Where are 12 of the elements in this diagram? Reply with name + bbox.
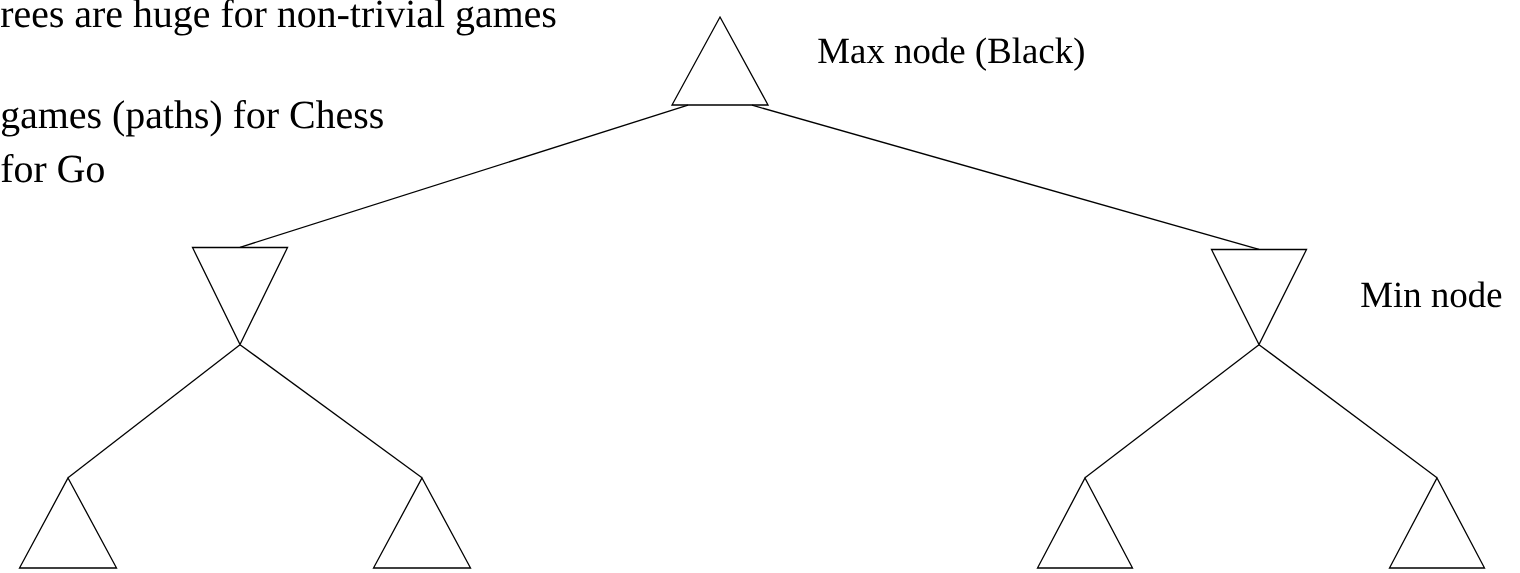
- tree-edge: [751, 104, 1260, 250]
- text-line: games (paths) for Chess: [1, 99, 383, 137]
- tree-edge: [239, 344, 423, 479]
- tree-edge: [1258, 344, 1438, 479]
- tree-node-triangle: [191, 246, 289, 346]
- tree-edge: [239, 104, 689, 248]
- text-line: for Go: [1, 153, 104, 183]
- node-label: Min node: [1361, 281, 1502, 308]
- tree-node-triangle: [1210, 248, 1308, 346]
- tree-edge: [67, 344, 241, 479]
- tree-edge: [1084, 344, 1260, 479]
- node-label: Max node (Black): [818, 37, 1084, 71]
